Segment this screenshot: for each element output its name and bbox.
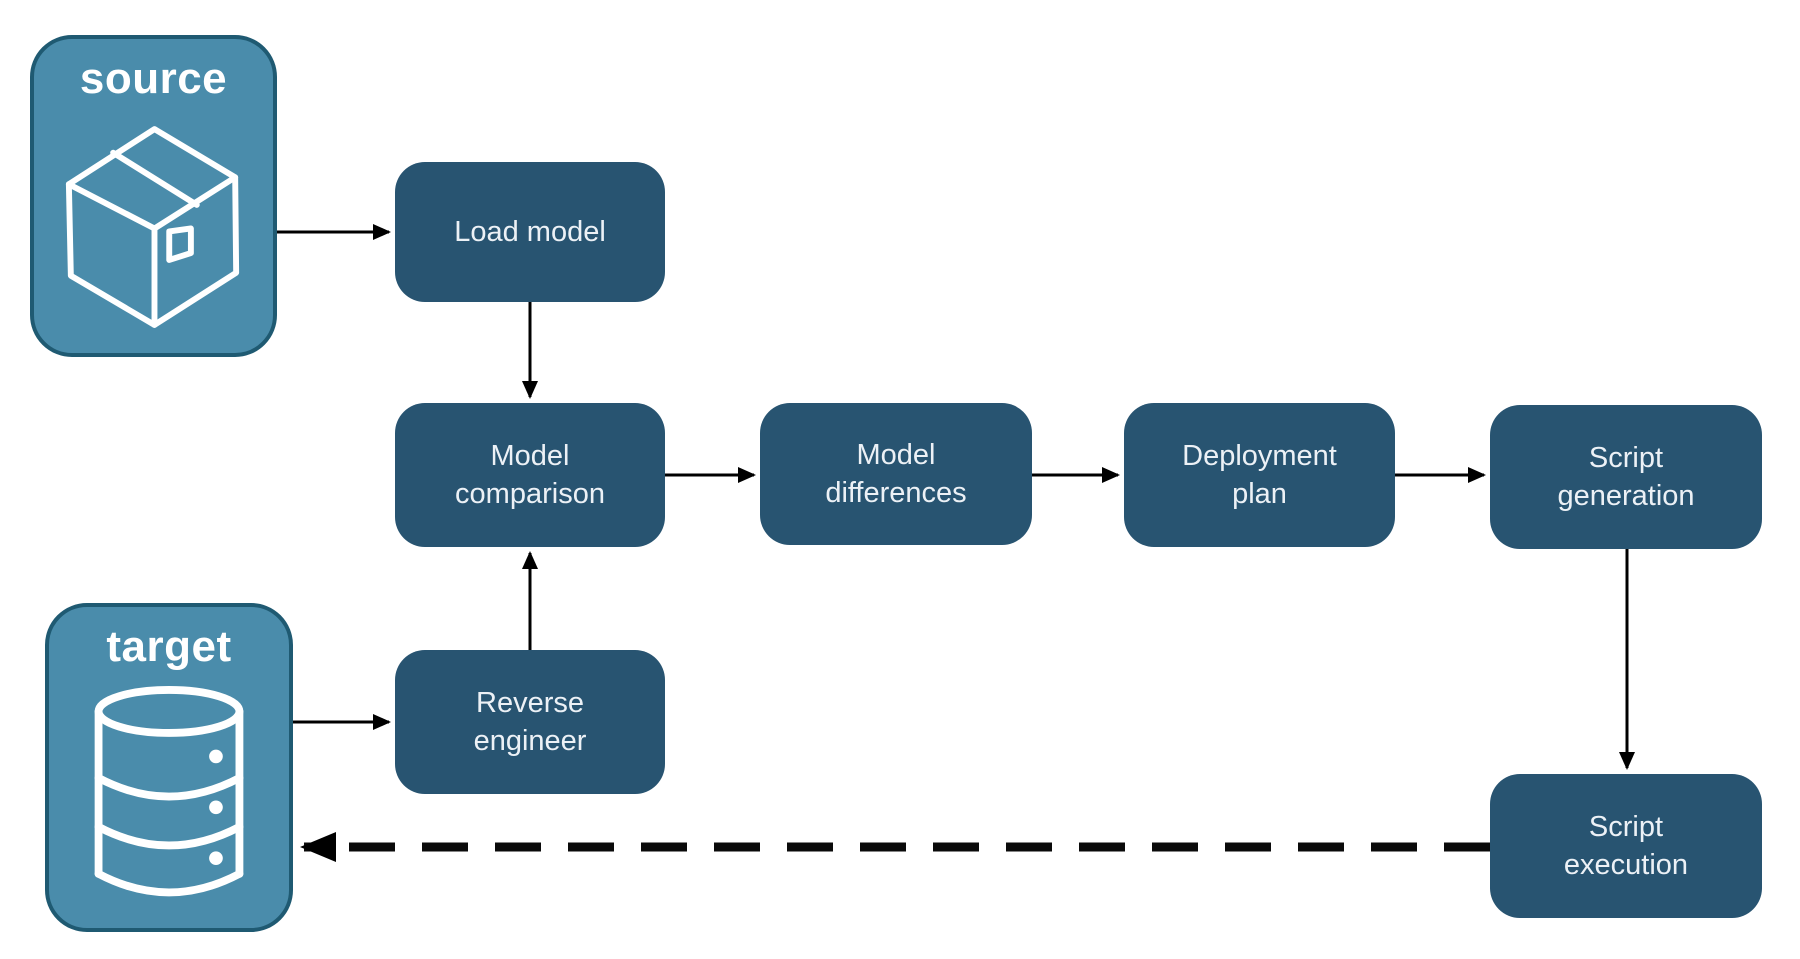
target-label: target — [106, 622, 232, 671]
source-label: source — [79, 54, 228, 103]
node-load-model: Load model — [395, 162, 665, 302]
node-model-differences-label: Model differences — [825, 439, 967, 509]
node-reverse-engineer-label: Reverse engineer — [473, 687, 587, 757]
target-endpoint: target — [45, 603, 293, 932]
source-endpoint: source — [30, 35, 277, 357]
package-icon — [34, 101, 273, 353]
node-script-generation-label: Script generation — [1557, 442, 1695, 512]
node-load-model-label: Load model — [454, 216, 606, 248]
node-model-differences: Model differences — [760, 403, 1032, 545]
node-model-comparison: Model comparison — [395, 403, 665, 547]
node-script-execution: Script execution — [1490, 774, 1762, 918]
node-script-generation: Script generation — [1490, 405, 1762, 549]
node-deployment-plan: Deployment plan — [1124, 403, 1395, 547]
node-reverse-engineer: Reverse engineer — [395, 650, 665, 794]
database-icon — [49, 669, 289, 928]
node-model-comparison-label: Model comparison — [455, 440, 605, 510]
node-script-execution-label: Script execution — [1563, 811, 1689, 881]
node-deployment-plan-label: Deployment plan — [1182, 440, 1337, 510]
